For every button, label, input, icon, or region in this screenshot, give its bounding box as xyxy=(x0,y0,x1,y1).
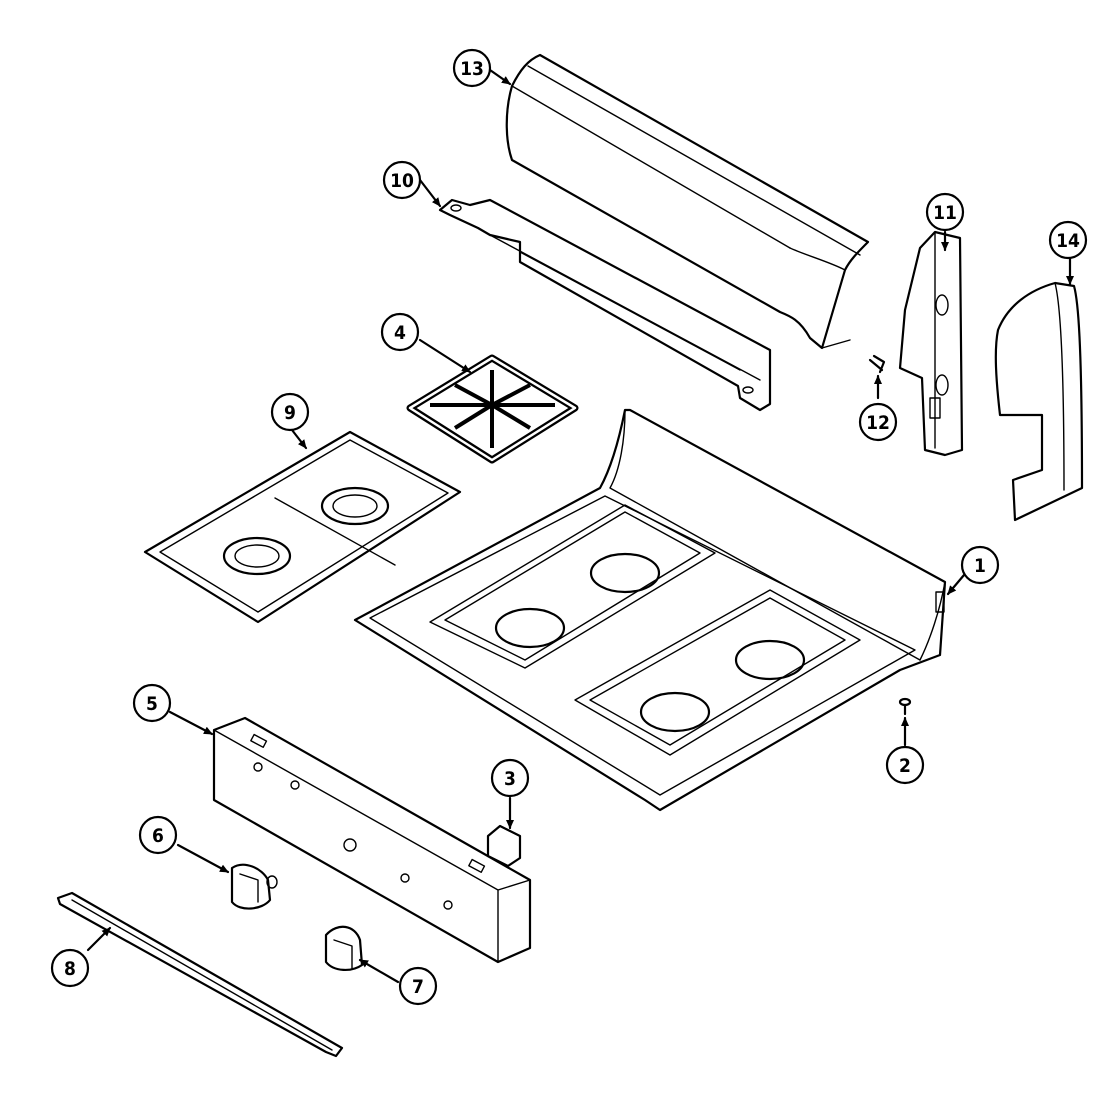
callout-1-label: 1 xyxy=(974,555,986,577)
leader-lines xyxy=(86,68,1074,984)
callout-4: 4 xyxy=(380,312,420,352)
burner-grate xyxy=(406,354,579,464)
callout-9: 9 xyxy=(270,392,310,432)
callout-10-label: 10 xyxy=(390,170,414,192)
callout-13: 13 xyxy=(452,48,492,88)
callout-14-label: 14 xyxy=(1056,230,1080,252)
callout-6-label: 6 xyxy=(152,825,164,847)
ignitor xyxy=(868,354,886,374)
callout-12: 12 xyxy=(858,402,898,442)
callout-10: 10 xyxy=(382,160,422,200)
callout-2: 2 xyxy=(885,745,925,785)
callout-4-label: 4 xyxy=(394,322,406,344)
switch xyxy=(486,824,522,868)
end-cap xyxy=(994,281,1084,522)
knob-7 xyxy=(324,925,364,971)
backguard-cover xyxy=(505,53,870,350)
screw xyxy=(898,697,912,716)
control-panel xyxy=(212,716,532,964)
callout-8-label: 8 xyxy=(64,958,76,980)
callout-12-label: 12 xyxy=(866,412,890,434)
callout-3-label: 3 xyxy=(504,768,516,790)
callout-1: 1 xyxy=(960,545,1000,585)
callout-11-label: 11 xyxy=(933,202,957,224)
callout-6: 6 xyxy=(138,815,178,855)
callout-11: 11 xyxy=(925,192,965,232)
callout-9-label: 9 xyxy=(284,402,296,424)
callout-3: 3 xyxy=(490,758,530,798)
callout-8: 8 xyxy=(50,948,90,988)
callout-5-label: 5 xyxy=(146,693,158,715)
cooktop xyxy=(353,408,947,812)
callout-7: 7 xyxy=(398,966,438,1006)
callout-7-label: 7 xyxy=(412,976,424,998)
callout-5: 5 xyxy=(132,683,172,723)
trim-strip xyxy=(56,891,344,1058)
backguard-bracket xyxy=(438,198,772,412)
callout-13-label: 13 xyxy=(460,58,484,80)
callout-14: 14 xyxy=(1048,220,1088,260)
left-burner-pan xyxy=(143,430,462,624)
knob-6 xyxy=(230,863,278,910)
callout-2-label: 2 xyxy=(899,755,911,777)
side-bracket xyxy=(898,230,964,457)
